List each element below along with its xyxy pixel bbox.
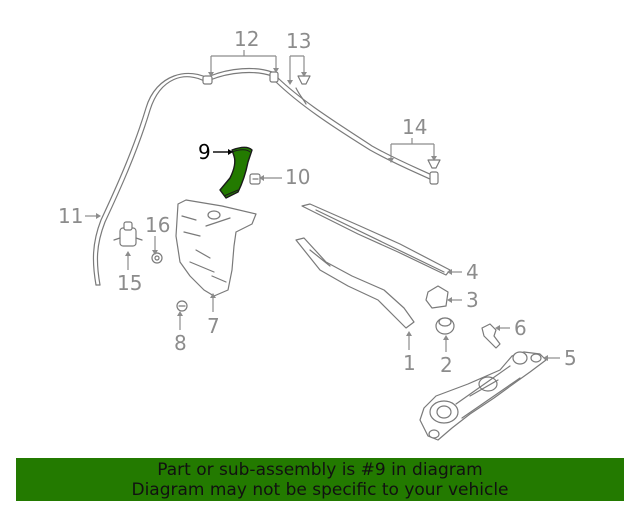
parts-diagram: 12 13 14 9 10 11 16 15 7 8 4 3 6 5 1 2 — [58, 27, 577, 441]
callout-16: 16 — [145, 213, 170, 237]
clip-part-13 — [297, 75, 311, 85]
bolt-part-6 — [481, 323, 501, 349]
washer-pump-part-15 — [113, 221, 143, 247]
callout-11: 11 — [58, 204, 83, 228]
callout-7: 7 — [207, 314, 220, 338]
washer-hose-part-12 — [202, 67, 279, 85]
callout-6: 6 — [514, 316, 527, 340]
callout-9: 9 — [198, 140, 211, 164]
cap-part-3 — [425, 285, 449, 309]
filler-neck-part-9 — [219, 146, 253, 199]
nut-part-2 — [435, 317, 455, 335]
reservoir-part-7 — [175, 199, 257, 297]
callout-4: 4 — [466, 260, 479, 284]
callout-8: 8 — [174, 331, 187, 355]
notice-banner: Part or sub-assembly is #9 in diagram Di… — [16, 458, 624, 501]
wiper-linkage-part-5 — [419, 351, 547, 441]
callout-leaders — [85, 50, 560, 361]
callout-5: 5 — [564, 346, 577, 370]
washer-hose-part-11 — [92, 72, 212, 286]
callout-13: 13 — [286, 29, 311, 53]
wiper-blade-part-4 — [301, 203, 451, 276]
callout-10: 10 — [285, 165, 310, 189]
banner-line-2: Diagram may not be specific to your vehi… — [131, 479, 509, 500]
grommet-part-16 — [151, 252, 163, 264]
callout-1: 1 — [403, 351, 416, 375]
callout-14: 14 — [402, 115, 427, 139]
screw-part-8 — [176, 300, 188, 312]
callout-3: 3 — [466, 288, 479, 312]
washer-hose-part-14 — [275, 77, 439, 185]
banner-line-1: Part or sub-assembly is #9 in diagram — [157, 459, 483, 480]
callout-2: 2 — [440, 353, 453, 377]
callout-15: 15 — [117, 271, 142, 295]
bolt-part-10 — [249, 173, 261, 185]
clip-part-14 — [427, 159, 441, 169]
wiper-arm-part-1 — [295, 237, 415, 329]
callout-12: 12 — [234, 27, 259, 51]
